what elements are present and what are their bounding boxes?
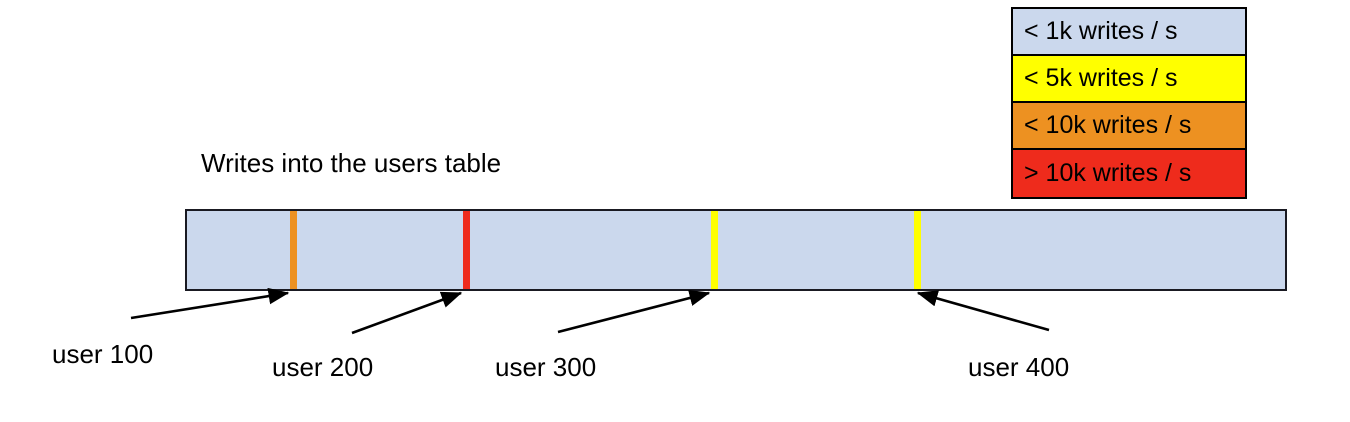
split-marker-user-400: [914, 211, 921, 289]
legend-label-over-10k: > 10k writes / s: [1024, 159, 1192, 187]
legend-row-over-10k: > 10k writes / s: [1013, 150, 1245, 197]
write-throughput-legend: < 1k writes / s < 5k writes / s < 10k wr…: [1011, 7, 1247, 199]
legend-row-under-10k: < 10k writes / s: [1013, 103, 1245, 150]
callout-label-user-400: user 400: [968, 352, 1070, 382]
legend-label-under-5k: < 5k writes / s: [1024, 64, 1178, 92]
arrow-user-300: [557, 289, 711, 334]
legend-row-under-1k: < 1k writes / s: [1013, 9, 1245, 56]
chart-title: Writes into the users table: [201, 148, 502, 178]
legend-label-under-10k: < 10k writes / s: [1024, 111, 1192, 139]
split-marker-user-100: [290, 211, 297, 289]
split-marker-user-200: [463, 211, 470, 289]
arrow-user-100: [130, 287, 290, 320]
callout-label-user-300: user 300: [495, 352, 597, 382]
legend-row-under-5k: < 5k writes / s: [1013, 56, 1245, 103]
callout-label-user-100: user 100: [52, 339, 154, 369]
legend-label-under-1k: < 1k writes / s: [1024, 17, 1178, 45]
users-table-keyspace-bar: [185, 209, 1287, 291]
arrow-user-400: [916, 290, 1050, 332]
split-marker-user-300: [711, 211, 718, 289]
callout-label-user-200: user 200: [272, 352, 374, 382]
arrow-user-200: [351, 291, 463, 335]
